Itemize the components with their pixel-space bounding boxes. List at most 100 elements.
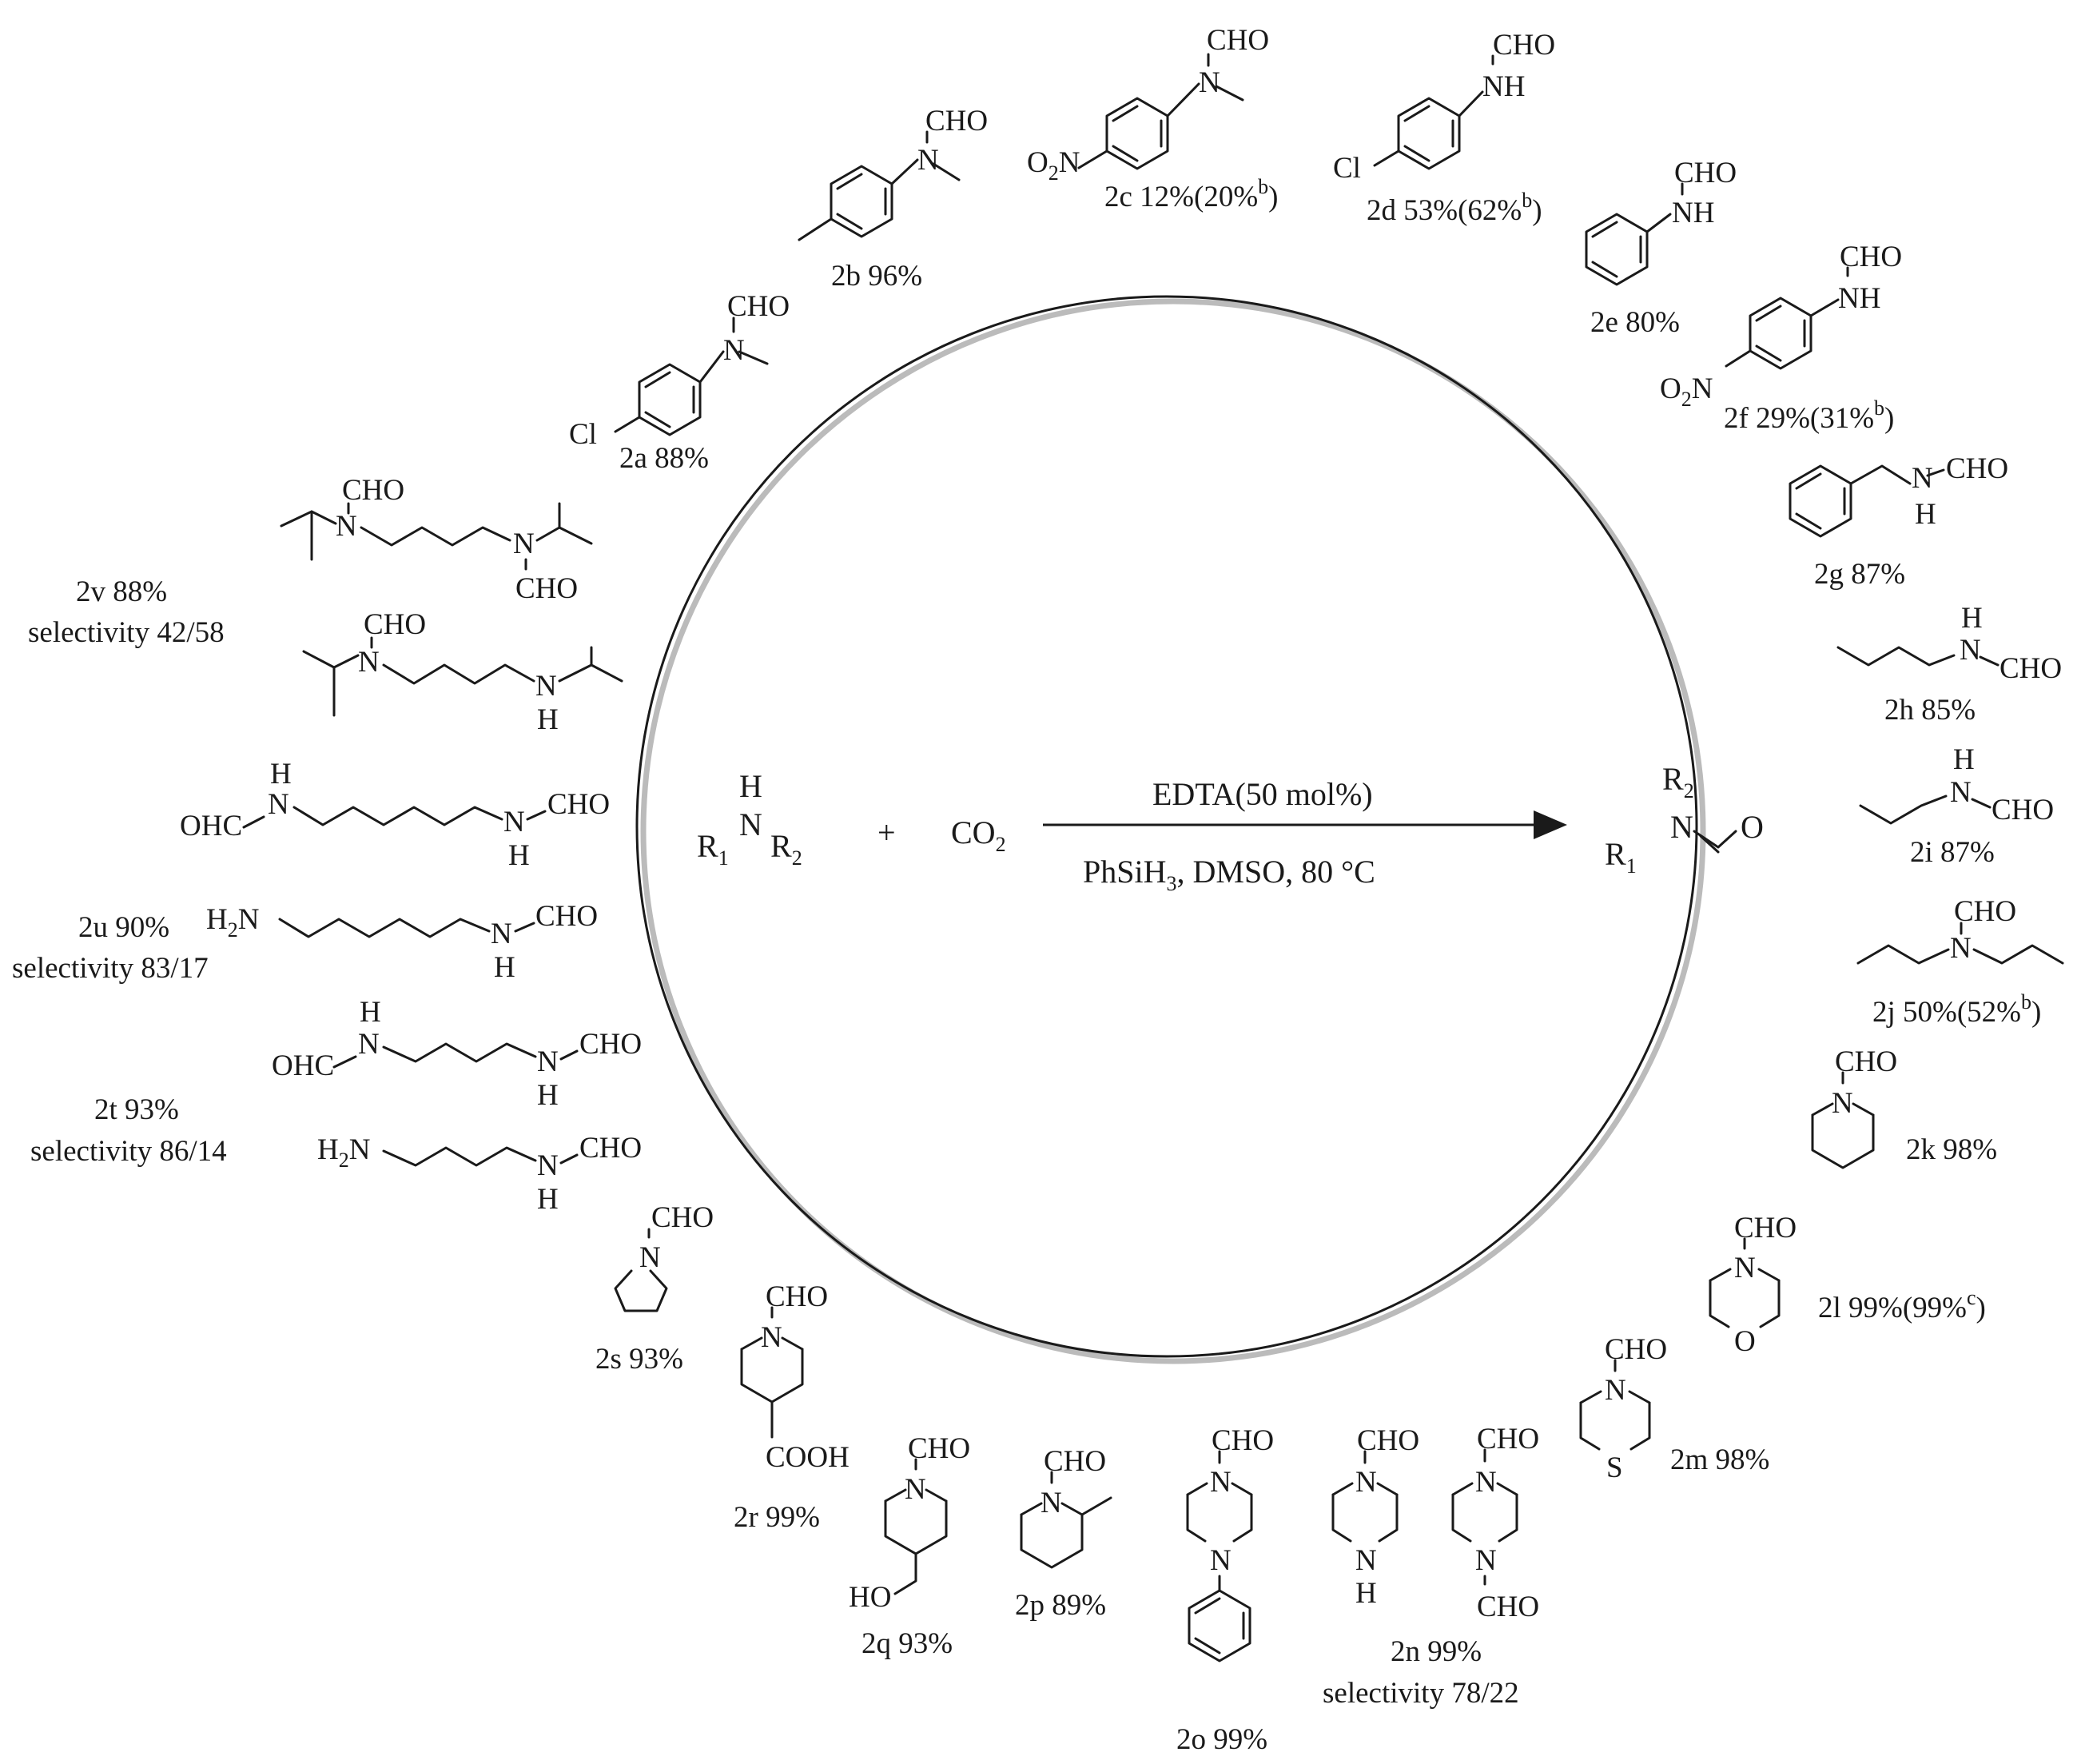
svg-text:H: H	[1915, 498, 1936, 531]
svg-text:N: N	[1605, 1374, 1626, 1407]
svg-text:N: N	[1832, 1087, 1853, 1120]
svg-text:H: H	[360, 996, 381, 1029]
svg-text:S: S	[1606, 1451, 1623, 1484]
compound-2o: N N CHO 2o 99%	[1176, 1424, 1274, 1756]
svg-text:N: N	[1734, 1252, 1756, 1284]
svg-text:CHO: CHO	[1212, 1424, 1274, 1457]
compound-2h: N H CHO 2h 85%	[1836, 602, 2062, 727]
svg-text:CHO: CHO	[925, 105, 988, 137]
svg-text:N: N	[739, 806, 762, 842]
compound-2i: N H CHO 2i 87%	[1859, 743, 2054, 869]
svg-text:Cl: Cl	[569, 418, 597, 451]
compound-2b: N CHO 2b 96%	[798, 105, 988, 293]
svg-text:H: H	[739, 768, 762, 804]
svg-text:H: H	[1953, 743, 1975, 776]
caption-2g: 2g 87%	[1814, 558, 1905, 591]
svg-text:N: N	[358, 1028, 380, 1061]
caption-2h: 2h 85%	[1884, 694, 1976, 727]
svg-text:N: N	[1210, 1544, 1232, 1577]
svg-text:CHO: CHO	[1835, 1045, 1897, 1078]
caption-2e: 2e 80%	[1590, 306, 1680, 339]
selectivity-2t: selectivity 86/14	[30, 1135, 227, 1168]
svg-text:O2N: O2N	[1027, 146, 1080, 185]
caption-2c: 2c 12%(20%b)	[1104, 175, 1278, 213]
svg-text:CHO: CHO	[1946, 452, 2008, 485]
caption-2o: 2o 99%	[1176, 1723, 1267, 1756]
circle-shadow	[640, 298, 1706, 1364]
svg-text:OHC: OHC	[272, 1049, 334, 1082]
svg-text:N: N	[1670, 809, 1693, 845]
svg-text:CHO: CHO	[342, 474, 404, 507]
caption-2n: 2n 99%	[1391, 1635, 1482, 1668]
condition-top: EDTA(50 mol%)	[1152, 776, 1373, 812]
compound-2l: N O CHO 2l 99%(99%c)	[1709, 1212, 1986, 1358]
svg-text:H: H	[508, 839, 530, 872]
svg-text:H: H	[537, 1079, 559, 1112]
svg-text:H: H	[494, 951, 515, 984]
svg-text:N: N	[1041, 1487, 1062, 1519]
svg-text:R1: R1	[697, 828, 729, 870]
svg-text:N: N	[639, 1241, 661, 1274]
svg-text:CHO: CHO	[579, 1132, 642, 1165]
caption-2u: 2u 90%	[78, 911, 169, 944]
svg-text:CHO: CHO	[1477, 1423, 1539, 1455]
co2-label: CO2	[951, 814, 1006, 856]
svg-text:CHO: CHO	[1840, 241, 1902, 273]
condition-bottom: PhSiH3, DMSO, 80 °C	[1083, 854, 1375, 895]
svg-text:N: N	[1950, 932, 1972, 965]
caption-2a: 2a 88%	[619, 442, 709, 475]
caption-2v: 2v 88%	[76, 575, 167, 608]
svg-text:H2N: H2N	[317, 1133, 370, 1172]
svg-text:CHO: CHO	[1357, 1424, 1419, 1457]
caption-2j: 2j 50%(52%b)	[1872, 990, 2041, 1029]
svg-text:H: H	[1961, 602, 1983, 635]
compound-2g: N H CHO 2g 87%	[1789, 452, 2008, 591]
caption-2s: 2s 93%	[595, 1343, 683, 1376]
product-formamide: R2 N R1 O	[1605, 761, 1764, 878]
svg-text:N: N	[1950, 776, 1972, 809]
caption-2i: 2i 87%	[1910, 836, 1995, 869]
svg-text:H: H	[537, 703, 559, 736]
svg-text:CHO: CHO	[908, 1432, 970, 1465]
compound-2v: N CHO N CHO N CHO N H 2v 88% selectivity…	[28, 474, 623, 736]
svg-text:CHO: CHO	[651, 1201, 714, 1234]
caption-2d: 2d 53%(62%b)	[1367, 189, 1542, 227]
svg-text:NH: NH	[1672, 197, 1714, 229]
svg-text:H: H	[537, 1183, 559, 1216]
selectivity-2n: selectivity 78/22	[1323, 1677, 1519, 1710]
svg-text:CHO: CHO	[1992, 794, 2054, 826]
caption-2m: 2m 98%	[1670, 1443, 1769, 1476]
svg-text:H: H	[1355, 1577, 1377, 1610]
svg-text:O: O	[1734, 1325, 1756, 1358]
svg-text:CHO: CHO	[727, 290, 790, 323]
svg-text:N: N	[1355, 1466, 1377, 1499]
svg-text:CHO: CHO	[1605, 1333, 1667, 1366]
caption-2b: 2b 96%	[831, 260, 922, 293]
compound-2n: N N H CHO N N CHO CHO 2n 99% selectivity…	[1323, 1423, 1539, 1710]
compound-2t: OHC N H N H CHO H2N N H CHO 2t 93% selec…	[30, 996, 642, 1216]
compound-2r: N CHO COOH 2r 99%	[734, 1280, 850, 1534]
compound-2u: OHC N H N H CHO H2N N H CHO 2u 90% selec…	[12, 758, 610, 985]
svg-text:N: N	[537, 1045, 559, 1078]
compound-2k: N CHO 2k 98%	[1811, 1045, 1997, 1169]
svg-text:CHO: CHO	[1477, 1591, 1539, 1623]
svg-text:COOH: COOH	[766, 1441, 850, 1474]
svg-text:N: N	[1912, 462, 1933, 495]
svg-text:N: N	[761, 1321, 782, 1354]
svg-text:CHO: CHO	[1044, 1445, 1106, 1478]
svg-text:CHO: CHO	[1493, 29, 1555, 62]
svg-text:N: N	[1960, 634, 1981, 667]
svg-text:N: N	[336, 510, 357, 543]
caption-2q: 2q 93%	[861, 1627, 953, 1660]
svg-text:N: N	[1355, 1544, 1377, 1577]
svg-text:N: N	[905, 1473, 926, 1506]
svg-text:CHO: CHO	[1674, 157, 1737, 189]
svg-text:N: N	[358, 646, 380, 679]
compound-2e: NH CHO 2e 80%	[1585, 157, 1737, 339]
svg-text:CHO: CHO	[766, 1280, 828, 1313]
svg-text:CHO: CHO	[579, 1028, 642, 1061]
svg-text:N: N	[1475, 1544, 1497, 1577]
compound-2c: N CHO O2N 2c 12%(20%b)	[1027, 24, 1278, 213]
caption-2r: 2r 99%	[734, 1501, 820, 1534]
